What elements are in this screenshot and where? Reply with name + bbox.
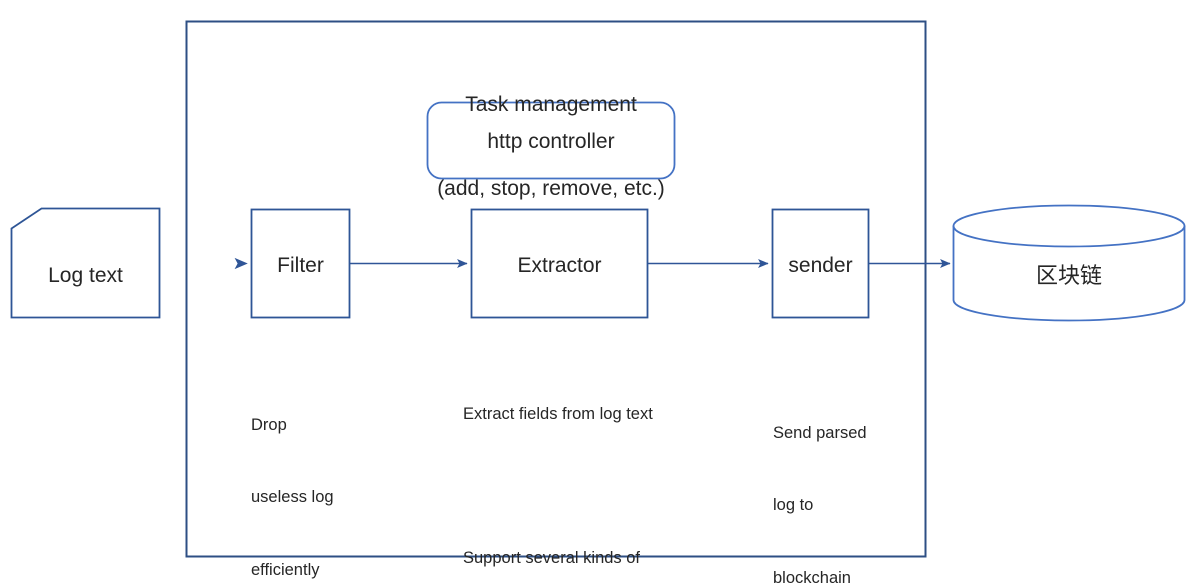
extractor-annotation: Extract fields from log text Support sev… (463, 353, 713, 587)
sender-annotation: Send parsed log to blockchain (773, 372, 943, 587)
filter-annotation: Drop useless log efficiently (251, 364, 411, 587)
extractor-shape[interactable] (470, 208, 649, 319)
sender-shape[interactable] (771, 208, 870, 319)
task-management-title-line2: (add, stop, remove, etc.) (437, 176, 665, 200)
extractor-annotation-spacer (463, 474, 713, 497)
filter-annotation-line3: efficiently (251, 561, 320, 579)
sender-annotation-line3: blockchain (773, 569, 851, 587)
task-management-title-line1: Task management (465, 93, 637, 117)
log-text-label: Log text (48, 264, 123, 287)
http-controller-shape[interactable] (426, 101, 676, 180)
extractor-annotation-line1: Extract fields from log text (463, 404, 653, 423)
extractor-annotation-line2: Support several kinds of (463, 548, 641, 567)
extractor-label: Extractor (517, 254, 602, 277)
sender-annotation-line2: log to (773, 496, 814, 515)
task-management-title: Task management (add, stop, remove, etc.… (376, 36, 726, 258)
blockchain-label: 区块链 (1035, 263, 1102, 288)
task-management-boundary (185, 20, 927, 558)
sender-label: sender (788, 254, 853, 277)
filter-shape[interactable] (250, 208, 351, 319)
filter-label: Filter (277, 254, 324, 277)
log-text-shape[interactable] (10, 207, 161, 319)
blockchain-cylinder-shape[interactable] (952, 204, 1186, 322)
http-controller-label: http controller (487, 130, 615, 153)
filter-annotation-line1: Drop (251, 415, 287, 434)
filter-annotation-line2: useless log (251, 488, 334, 507)
sender-annotation-line1: Send parsed (773, 423, 867, 442)
